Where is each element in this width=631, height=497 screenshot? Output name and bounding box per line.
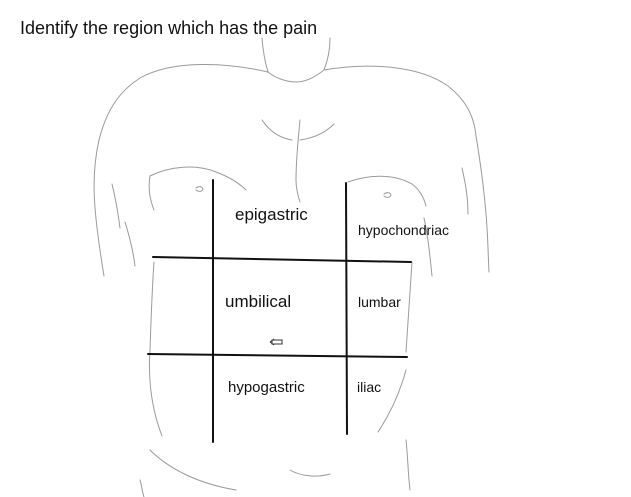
left-waist-outline <box>149 261 163 437</box>
neck-right-outline <box>323 37 331 71</box>
region-hypogastric[interactable] <box>214 356 346 440</box>
label-iliac[interactable]: iliac <box>357 379 382 395</box>
neck-left-outline <box>261 37 269 73</box>
pelvis-outline <box>149 449 237 491</box>
right-arm-outline <box>475 135 490 273</box>
label-epigastric[interactable]: epigastric <box>235 205 308 224</box>
right-pectoral-outline <box>347 175 427 207</box>
label-hypogastric[interactable]: hypogastric <box>228 379 305 396</box>
left-arm-outline <box>93 139 105 277</box>
right-waist-outline <box>405 261 413 353</box>
cursor-mark-icon <box>269 338 283 346</box>
region-iliac[interactable] <box>347 357 405 433</box>
question-prompt: Identify the region which has the pain <box>20 18 318 38</box>
right-shoulder-outline <box>323 65 477 137</box>
grid-horizontal-bottom <box>147 353 408 358</box>
label-hypochondriac[interactable]: hypochondriac <box>358 222 450 238</box>
label-lumbar[interactable]: lumbar <box>358 294 401 310</box>
left-nipple <box>195 186 204 192</box>
label-umbilical[interactable]: umbilical <box>225 292 292 311</box>
left-pectoral-outline <box>149 166 247 191</box>
grid-vertical-right <box>345 182 348 435</box>
grid-horizontal-top <box>152 256 412 263</box>
left-shoulder-outline <box>98 64 269 141</box>
right-nipple <box>383 192 392 198</box>
